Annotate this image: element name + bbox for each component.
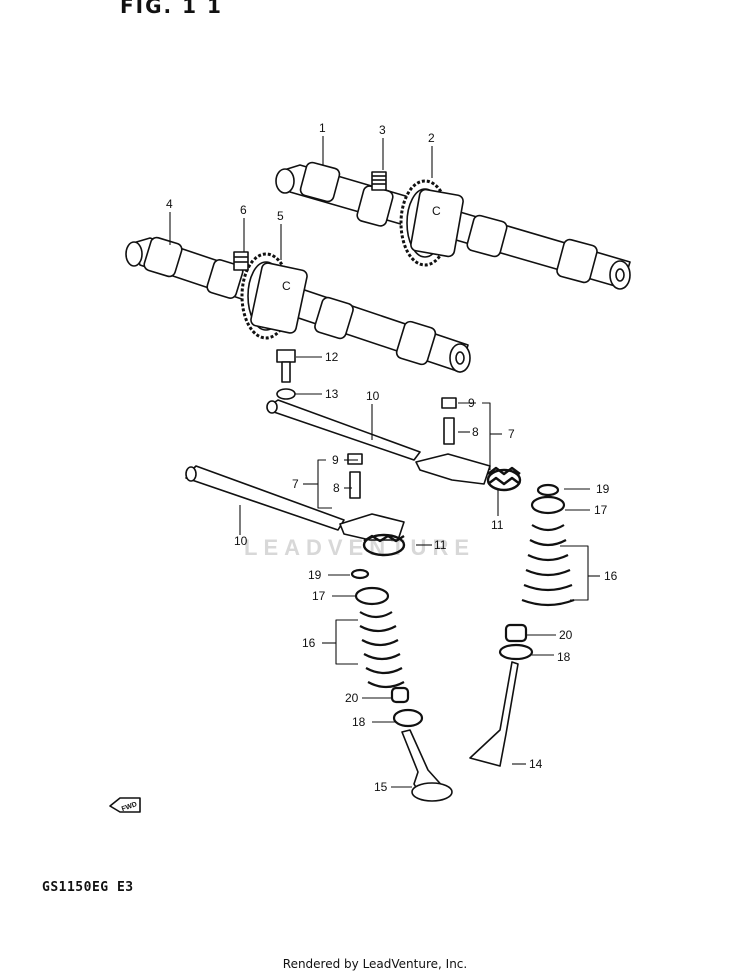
callout-7-upper: 7	[508, 427, 515, 441]
callout-16-left: 16	[302, 636, 316, 650]
cam-sprocket-upper: C	[399, 179, 464, 267]
callout-5: 5	[277, 209, 284, 223]
spring-11-lower	[362, 533, 406, 557]
callout-10-lower: 10	[234, 534, 248, 548]
model-code: GS1150EG E3	[42, 880, 134, 895]
watermark-text: LEADVENTURE	[244, 535, 476, 560]
svg-text:C: C	[282, 279, 291, 293]
valve-spring-left	[350, 568, 424, 728]
callout-20-left: 20	[345, 691, 359, 705]
callout-1: 1	[319, 121, 326, 135]
callout-9-upper: 9	[468, 396, 475, 410]
rocker-shaft-lower	[185, 465, 345, 531]
callout-7-lower: 7	[292, 477, 299, 491]
callout-17-right: 17	[594, 503, 608, 517]
callout-11-upper: 11	[491, 518, 504, 532]
callout-11-lower: 11	[434, 538, 447, 552]
callout-19-left: 19	[308, 568, 322, 582]
callout-3: 3	[379, 123, 386, 137]
callout-20-right: 20	[559, 628, 573, 642]
bolt-3	[371, 171, 387, 191]
svg-text:C: C	[432, 204, 441, 218]
callout-18-right: 18	[557, 650, 571, 664]
valve-14	[469, 661, 519, 767]
callout-9-lower: 9	[332, 453, 339, 467]
footer-credit: Rendered by LeadVenture, Inc.	[282, 957, 468, 971]
callout-2: 2	[428, 131, 435, 145]
rocker-arm-lower	[339, 453, 405, 541]
callout-8-upper: 8	[472, 425, 479, 439]
bolt-6	[233, 251, 249, 271]
callout-6: 6	[240, 203, 247, 217]
valve-15	[401, 729, 453, 802]
washer-13	[276, 388, 296, 400]
callout-4: 4	[166, 197, 173, 211]
callout-19-right: 19	[596, 482, 610, 496]
cam-sprocket-lower: C	[240, 252, 308, 340]
rocker-arm-upper	[415, 397, 491, 485]
callout-10-upper: 10	[366, 389, 380, 403]
callout-16-right: 16	[604, 569, 618, 583]
callout-12: 12	[325, 350, 339, 364]
callout-13: 13	[325, 387, 339, 401]
figure-title: FIG. 1 1	[120, 0, 223, 18]
callout-14: 14	[529, 757, 543, 771]
forward-arrow-icon	[109, 797, 141, 813]
valve-spring-right	[498, 483, 575, 661]
bolt-12	[276, 349, 296, 383]
spring-11-upper	[486, 466, 522, 492]
callout-18-left: 18	[352, 715, 366, 729]
rocker-shaft-upper	[266, 399, 421, 461]
callout-15: 15	[374, 780, 388, 794]
callout-8-lower: 8	[333, 481, 340, 495]
callout-17-left: 17	[312, 589, 326, 603]
